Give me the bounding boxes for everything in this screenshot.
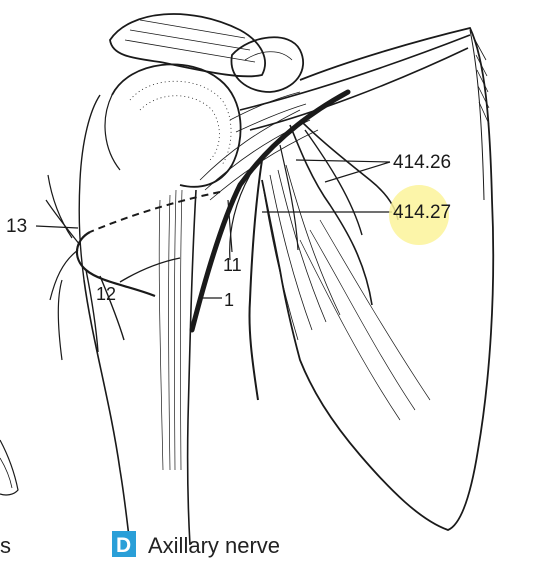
label-414-27: 414.27 [393,202,451,223]
caption-left-fragment: s [0,533,11,558]
label-13: 13 [6,216,27,237]
caption-badge [112,531,136,557]
acromion-process [109,13,305,93]
label-12: 12 [96,284,116,304]
caption-badge-letter: D [116,534,131,557]
caption-title: Axillary nerve [148,533,280,558]
label-414-26: 414.26 [393,152,451,173]
highlight-marker [389,185,449,245]
axillary-nerve [45,89,399,401]
label-11: 11 [223,255,242,275]
humerus-shaft [83,189,197,546]
forearm-fragment [0,439,19,496]
leader-lines [35,159,392,299]
label-1: 1 [224,290,234,310]
